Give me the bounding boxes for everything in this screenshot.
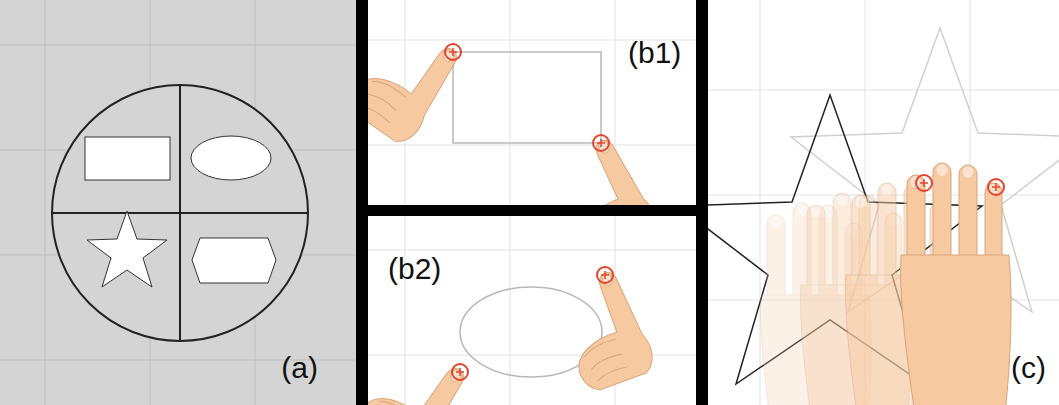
panel-label: (a) [281,353,318,383]
panel-b1 [368,0,696,205]
panel-a [0,0,356,405]
panel-b2 [368,216,696,405]
panel-label: (c) [1011,353,1046,383]
panel-label: (b1) [628,38,681,68]
panel-label: (b2) [388,254,441,284]
panel-c [708,0,1059,405]
